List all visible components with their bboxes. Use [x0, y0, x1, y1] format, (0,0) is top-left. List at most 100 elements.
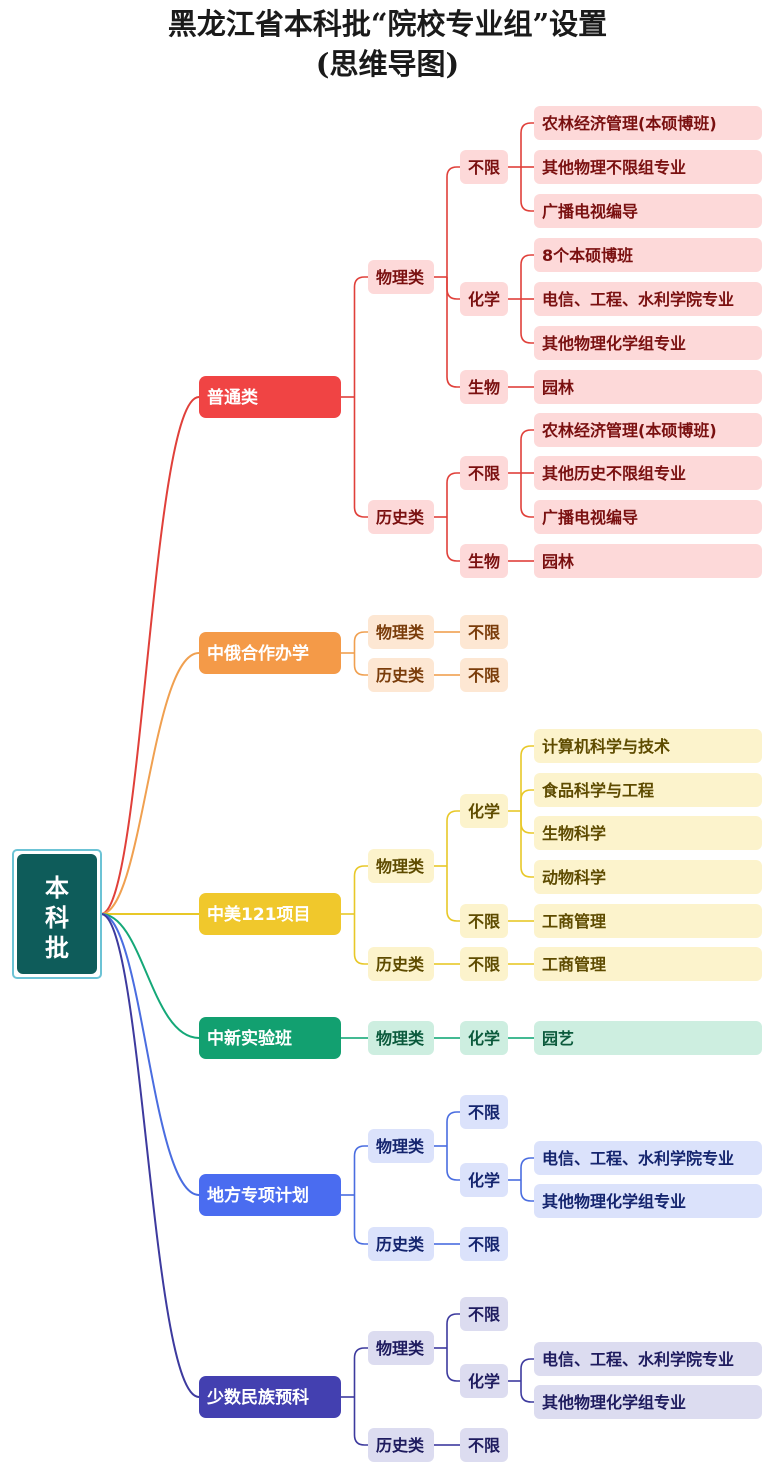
- branch-blue[interactable]: 地方专项计划: [199, 1174, 341, 1216]
- elective-node[interactable]: 不限: [460, 947, 508, 981]
- major-group-node[interactable]: 生物科学: [534, 816, 762, 850]
- major-group-node[interactable]: 工商管理: [534, 904, 762, 938]
- elective-node-box: [460, 150, 508, 184]
- root-node[interactable]: 本科批: [12, 849, 102, 979]
- major-group-node-box: [534, 544, 762, 578]
- branch-indigo[interactable]: 少数民族预科: [199, 1376, 341, 1418]
- major-group-node[interactable]: 其他物理化学组专业: [534, 326, 762, 360]
- major-group-node-label: 电信、工程、水利学院专业: [542, 290, 734, 309]
- subject-node[interactable]: 物理类: [368, 1331, 434, 1365]
- major-group-node[interactable]: 园林: [534, 370, 762, 404]
- major-group-node-box: [534, 860, 762, 894]
- elective-node[interactable]: 化学: [460, 1364, 508, 1398]
- major-group-node-label: 广播电视编导: [542, 202, 638, 221]
- root-connector-green: [100, 913, 200, 1039]
- branch-yellow-box: [199, 893, 341, 935]
- elective-node-label: 不限: [468, 1235, 501, 1254]
- elective-node-box: [460, 1364, 508, 1398]
- branch-red[interactable]: 普通类: [199, 376, 341, 418]
- branch-yellow[interactable]: 中美121项目: [199, 893, 341, 935]
- major-group-node[interactable]: 电信、工程、水利学院专业: [534, 1342, 762, 1376]
- subject-node-box: [368, 1428, 434, 1462]
- major-group-node[interactable]: 工商管理: [534, 947, 762, 981]
- branch-blue-label: 地方专项计划: [207, 1185, 309, 1206]
- elective-node-box: [460, 947, 508, 981]
- branch-red-label: 普通类: [207, 387, 259, 408]
- major-group-node[interactable]: 其他物理不限组专业: [534, 150, 762, 184]
- elective-node-label: 不限: [468, 666, 501, 685]
- major-group-node-box: [534, 456, 762, 490]
- subject-node[interactable]: 历史类: [368, 1428, 434, 1462]
- major-group-node[interactable]: 电信、工程、水利学院专业: [534, 282, 762, 316]
- subject-node-box: [368, 1129, 434, 1163]
- elective-node[interactable]: 不限: [460, 1095, 508, 1129]
- subject-node-label: 物理类: [376, 623, 425, 642]
- elective-node[interactable]: 不限: [460, 456, 508, 490]
- major-group-node[interactable]: 园艺: [534, 1021, 762, 1055]
- subject-node-label: 历史类: [376, 1436, 425, 1455]
- elective-node[interactable]: 不限: [460, 658, 508, 692]
- root-connector-orange: [100, 652, 200, 915]
- branch-yellow-label: 中美121项目: [207, 904, 311, 925]
- subject-node-box: [368, 500, 434, 534]
- elective-node[interactable]: 生物: [460, 370, 508, 404]
- elective-node[interactable]: 化学: [460, 1163, 508, 1197]
- elective-node[interactable]: 不限: [460, 1227, 508, 1261]
- elective-node[interactable]: 化学: [460, 1021, 508, 1055]
- subject-node[interactable]: 物理类: [368, 260, 434, 294]
- major-group-node-label: 其他物理化学组专业: [542, 334, 686, 353]
- elective-node-label: 化学: [468, 802, 500, 821]
- major-group-node-box: [534, 816, 762, 850]
- subject-node[interactable]: 历史类: [368, 947, 434, 981]
- major-group-node-box: [534, 282, 762, 316]
- major-group-node[interactable]: 计算机科学与技术: [534, 729, 762, 763]
- major-group-node[interactable]: 园林: [534, 544, 762, 578]
- major-group-node[interactable]: 动物科学: [534, 860, 762, 894]
- elective-node-label: 不限: [468, 1305, 501, 1324]
- major-group-node[interactable]: 其他历史不限组专业: [534, 456, 762, 490]
- major-group-node-box: [534, 500, 762, 534]
- elective-node[interactable]: 化学: [460, 794, 508, 828]
- subject-node[interactable]: 物理类: [368, 615, 434, 649]
- elective-node[interactable]: 不限: [460, 615, 508, 649]
- elective-node[interactable]: 不限: [460, 1428, 508, 1462]
- elective-node-box: [460, 904, 508, 938]
- major-group-node-label: 动物科学: [542, 868, 606, 887]
- major-group-node[interactable]: 广播电视编导: [534, 500, 762, 534]
- major-group-node[interactable]: 其他物理化学组专业: [534, 1184, 762, 1218]
- subject-node[interactable]: 物理类: [368, 1129, 434, 1163]
- subject-node[interactable]: 历史类: [368, 658, 434, 692]
- major-group-node[interactable]: 广播电视编导: [534, 194, 762, 228]
- major-group-node-label: 其他历史不限组专业: [542, 464, 686, 483]
- elective-node[interactable]: 不限: [460, 904, 508, 938]
- root-connector-indigo: [100, 913, 200, 1398]
- major-group-node-label: 8个本硕博班: [542, 246, 633, 265]
- subject-node[interactable]: 历史类: [368, 1227, 434, 1261]
- major-group-node[interactable]: 其他物理化学组专业: [534, 1385, 762, 1419]
- major-group-node[interactable]: 电信、工程、水利学院专业: [534, 1141, 762, 1175]
- elective-node[interactable]: 不限: [460, 150, 508, 184]
- elective-node-label: 化学: [468, 1372, 500, 1391]
- major-group-node-label: 园艺: [542, 1029, 574, 1048]
- elective-node-label: 不限: [468, 1103, 501, 1122]
- major-group-node-label: 广播电视编导: [542, 508, 638, 527]
- major-group-node[interactable]: 食品科学与工程: [534, 773, 762, 807]
- major-group-node[interactable]: 农林经济管理(本硕博班): [534, 413, 762, 447]
- subject-node[interactable]: 物理类: [368, 1021, 434, 1055]
- branch-green[interactable]: 中新实验班: [199, 1017, 341, 1059]
- elective-node[interactable]: 化学: [460, 282, 508, 316]
- subject-node[interactable]: 物理类: [368, 849, 434, 883]
- branch-orange[interactable]: 中俄合作办学: [199, 632, 341, 674]
- subject-node[interactable]: 历史类: [368, 500, 434, 534]
- elective-node-box: [460, 282, 508, 316]
- major-group-node-box: [534, 773, 762, 807]
- elective-node[interactable]: 生物: [460, 544, 508, 578]
- major-group-node-box: [534, 106, 762, 140]
- branch-indigo-box: [199, 1376, 341, 1418]
- major-group-node[interactable]: 8个本硕博班: [534, 238, 762, 272]
- elective-node-label: 化学: [468, 1029, 500, 1048]
- elective-node[interactable]: 不限: [460, 1297, 508, 1331]
- subject-node-box: [368, 849, 434, 883]
- major-group-node[interactable]: 农林经济管理(本硕博班): [534, 106, 762, 140]
- elective-node-label: 化学: [468, 1171, 500, 1190]
